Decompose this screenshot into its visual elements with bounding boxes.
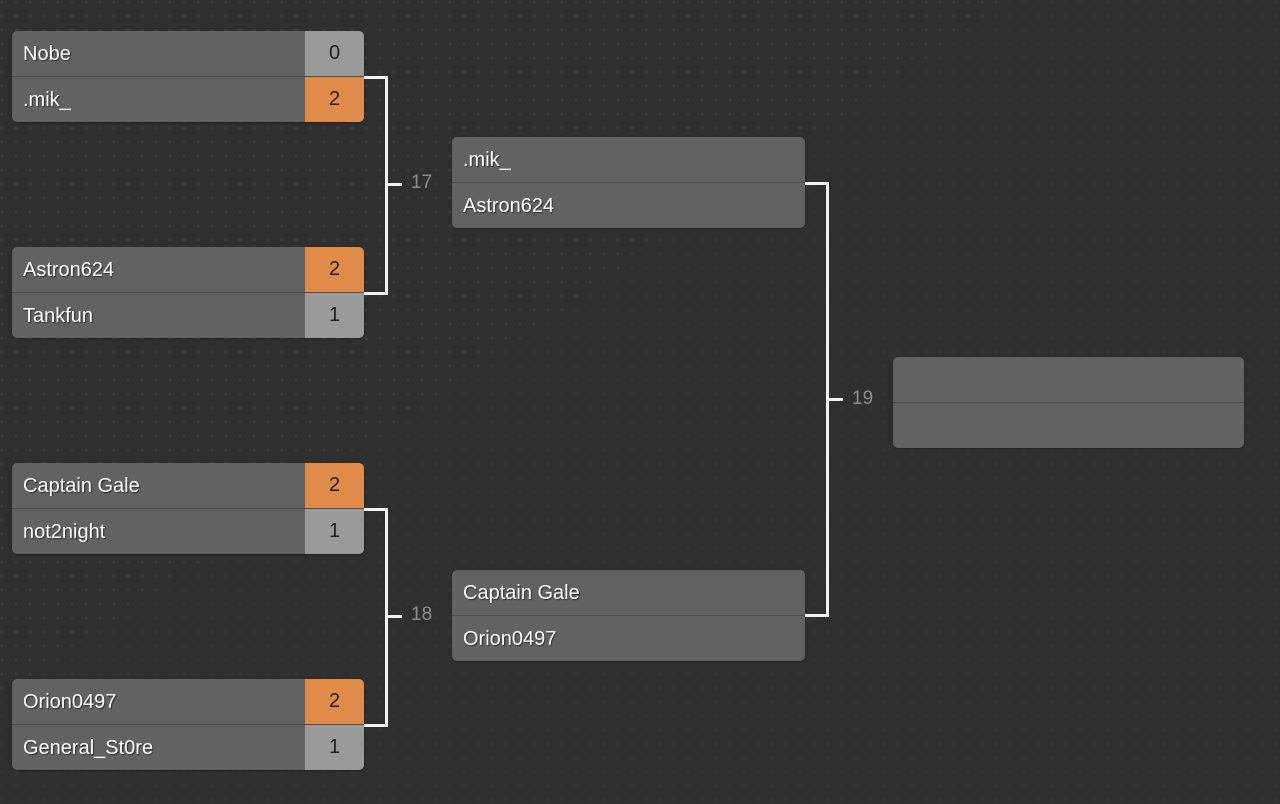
match-slot[interactable]: Captain Gale 2 — [12, 463, 364, 508]
match-slot[interactable]: Nobe 0 — [12, 31, 364, 76]
match-slot[interactable]: .mik_ 2 — [12, 76, 364, 122]
match-slot[interactable]: Astron624 2 — [12, 247, 364, 292]
player-score: 2 — [305, 77, 364, 122]
player-score: 1 — [305, 293, 364, 338]
match-slot[interactable]: Orion0497 — [452, 615, 805, 661]
match-slot[interactable]: Captain Gale — [452, 570, 805, 615]
player-score: 1 — [305, 725, 364, 770]
player-score — [746, 183, 805, 228]
connector-stub-r2-2 — [805, 614, 829, 617]
match-r1-1[interactable]: Nobe 0 .mik_ 2 — [12, 31, 364, 122]
match-r1-3[interactable]: Captain Gale 2 not2night 1 — [12, 463, 364, 554]
player-name: Nobe — [23, 43, 71, 64]
player-score — [746, 137, 805, 182]
player-name: .mik_ — [463, 149, 511, 170]
match-number-17: 17 — [411, 172, 433, 193]
match-r2-1[interactable]: .mik_ Astron624 — [452, 137, 805, 228]
player-score — [1185, 403, 1244, 448]
connector-out-19 — [826, 398, 843, 401]
match-slot[interactable] — [893, 357, 1244, 402]
player-name: Astron624 — [23, 259, 115, 280]
player-name: Tankfun — [23, 305, 94, 326]
connector-stub-r1-4 — [364, 724, 388, 727]
player-name: General_St0re — [23, 737, 154, 758]
match-number-18: 18 — [411, 604, 433, 625]
player-score: 2 — [305, 679, 364, 724]
player-name: Orion0497 — [23, 691, 117, 712]
player-name: Captain Gale — [463, 582, 580, 603]
match-r2-2[interactable]: Captain Gale Orion0497 — [452, 570, 805, 661]
player-name: .mik_ — [23, 89, 71, 110]
connector-stub-r1-1 — [364, 76, 388, 79]
connector-stub-r1-2 — [364, 292, 388, 295]
connector-stub-r1-3 — [364, 508, 388, 511]
player-score — [746, 570, 805, 615]
match-slot[interactable]: Orion0497 2 — [12, 679, 364, 724]
match-slot[interactable]: General_St0re 1 — [12, 724, 364, 770]
player-name: Orion0497 — [463, 628, 557, 649]
player-score: 1 — [305, 509, 364, 554]
player-name: Captain Gale — [23, 475, 140, 496]
match-slot[interactable]: Astron624 — [452, 182, 805, 228]
connector-out-17 — [385, 183, 402, 186]
connector-out-18 — [385, 615, 402, 618]
match-r1-4[interactable]: Orion0497 2 General_St0re 1 — [12, 679, 364, 770]
match-slot[interactable]: .mik_ — [452, 137, 805, 182]
match-slot[interactable]: Tankfun 1 — [12, 292, 364, 338]
player-score: 2 — [305, 247, 364, 292]
connector-stub-r2-1 — [805, 182, 829, 185]
player-score: 0 — [305, 31, 364, 76]
player-name: Astron624 — [463, 195, 555, 216]
match-slot[interactable]: not2night 1 — [12, 508, 364, 554]
player-score — [1185, 357, 1244, 402]
player-score: 2 — [305, 463, 364, 508]
match-slot[interactable] — [893, 402, 1244, 448]
match-r3-1[interactable] — [893, 357, 1244, 448]
player-score — [746, 616, 805, 661]
match-number-19: 19 — [852, 388, 874, 409]
match-r1-2[interactable]: Astron624 2 Tankfun 1 — [12, 247, 364, 338]
player-name: not2night — [23, 521, 106, 542]
